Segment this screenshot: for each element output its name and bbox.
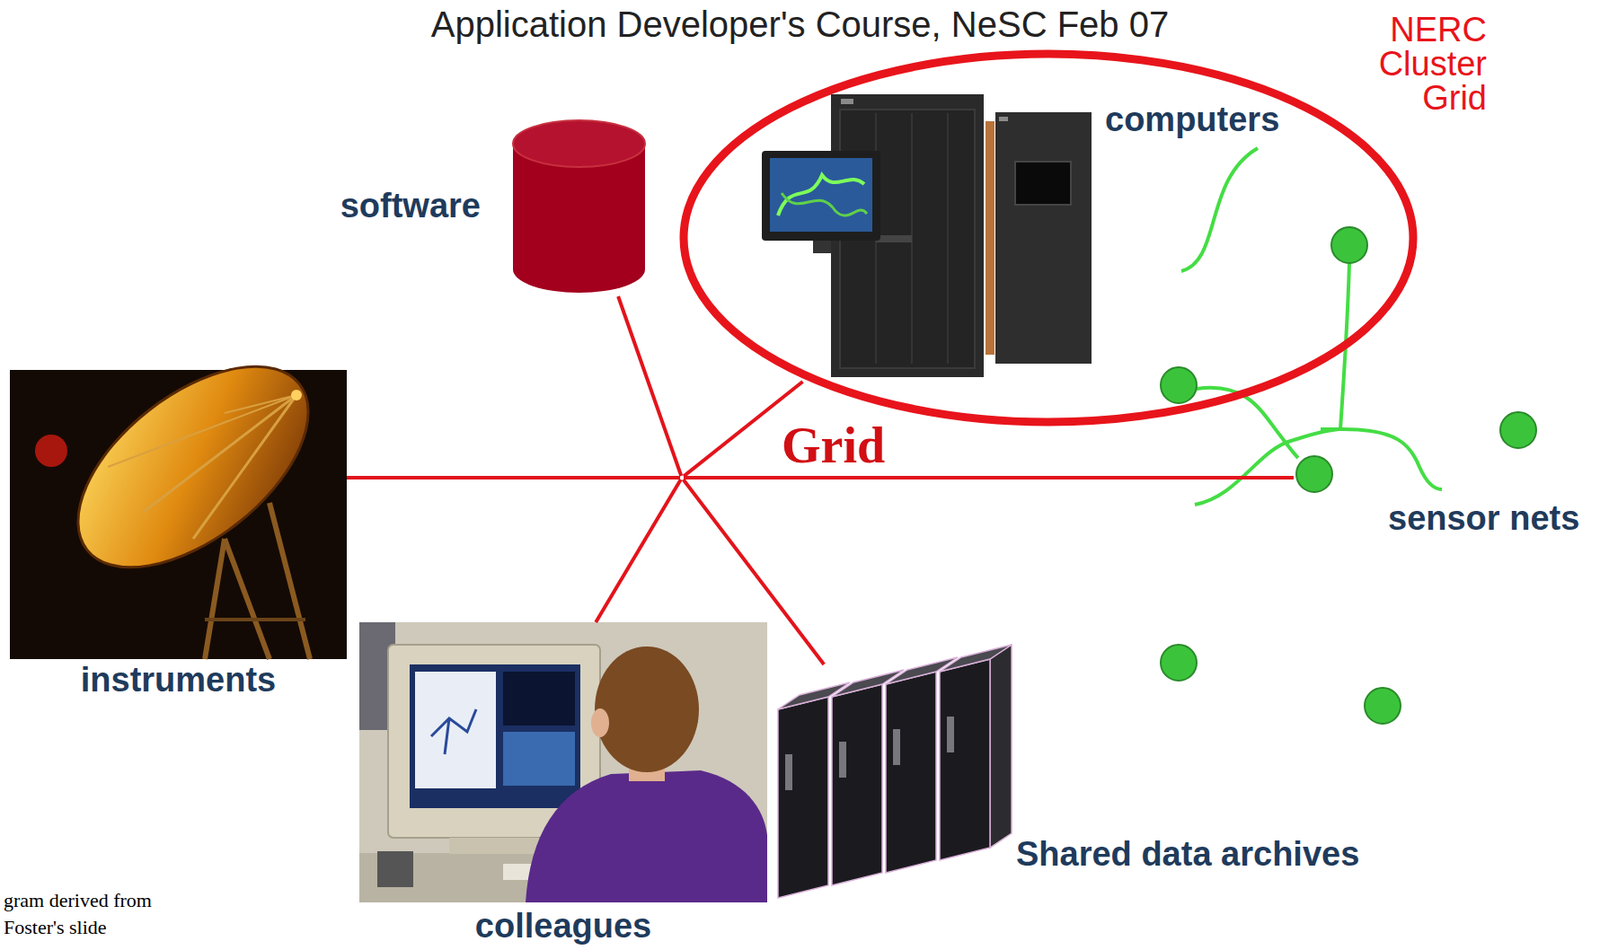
sensor-wires bbox=[1320, 429, 1442, 490]
supercomputer-photo bbox=[998, 116, 1008, 122]
storage-cabinets bbox=[885, 671, 937, 874]
resource-label: software bbox=[305, 186, 481, 225]
storage-cabinets bbox=[777, 682, 850, 710]
sensor-node bbox=[1160, 227, 1537, 725]
sensor-node bbox=[1364, 688, 1401, 725]
storage-cabinets bbox=[777, 645, 1012, 899]
grid-link bbox=[683, 476, 1294, 480]
resource-label: Shared data archives bbox=[1016, 835, 1376, 874]
storage-cabinets bbox=[946, 716, 955, 753]
telescope-photo bbox=[224, 539, 270, 660]
telescope-photo bbox=[143, 395, 297, 513]
resource-label: computers bbox=[1104, 100, 1285, 139]
storage-cabinets bbox=[777, 697, 829, 899]
colleague-photo bbox=[539, 839, 629, 881]
telescope-photo bbox=[291, 389, 302, 401]
colleagues-group: colleagues bbox=[359, 622, 768, 947]
telescope-photo bbox=[204, 539, 225, 660]
sensor-wires bbox=[1181, 148, 1258, 272]
telescope-photo bbox=[224, 395, 297, 414]
supercomputer-photo bbox=[761, 94, 1092, 378]
colleague-photo bbox=[503, 671, 575, 726]
cluster-outline bbox=[683, 53, 1414, 423]
supercomputer-photo bbox=[781, 193, 867, 216]
cluster-region: NERC Cluster Gridcomputers bbox=[679, 49, 1418, 427]
grid-link bbox=[346, 476, 681, 480]
region-label: NERC Cluster Grid bbox=[1350, 12, 1487, 115]
grid-link bbox=[683, 479, 825, 665]
colleague-photo bbox=[591, 708, 610, 738]
grid-link bbox=[618, 296, 681, 477]
computers-group: computers bbox=[754, 89, 1285, 382]
database-cylinder bbox=[512, 120, 646, 293]
telescope-photo bbox=[204, 618, 306, 622]
supercomputer-photo bbox=[761, 150, 881, 241]
supercomputer-photo bbox=[840, 98, 854, 105]
colleague-photo bbox=[431, 709, 477, 755]
colleague-photo bbox=[449, 838, 540, 855]
storage-cabinets bbox=[939, 659, 991, 861]
instruments-group: instruments bbox=[9, 370, 347, 703]
supercomputer-photo bbox=[995, 112, 1092, 364]
colleague-photo bbox=[415, 671, 496, 789]
cluster-outline bbox=[679, 49, 1418, 427]
supercomputer-photo bbox=[769, 158, 873, 232]
supercomputer-photo bbox=[813, 240, 831, 254]
telescope-photo bbox=[269, 503, 310, 660]
grid-link bbox=[595, 479, 681, 623]
supercomputer-photo bbox=[777, 175, 865, 216]
database-cylinder bbox=[512, 120, 646, 168]
supercomputer-photo bbox=[985, 121, 995, 355]
colleague-photo bbox=[359, 622, 768, 903]
archives-group: Shared data archives bbox=[777, 664, 1380, 879]
storage-cabinets bbox=[990, 645, 1012, 849]
slide-title: Application Developer's Course, NeSC Feb… bbox=[0, 3, 1600, 45]
colleague-photo bbox=[409, 664, 581, 809]
colleague-photo bbox=[359, 622, 768, 903]
storage-cabinets bbox=[831, 684, 883, 886]
storage-cabinets bbox=[939, 645, 1012, 672]
sensor-node bbox=[1160, 645, 1197, 681]
storage-cabinets bbox=[892, 729, 901, 766]
supercomputer-photo bbox=[946, 113, 949, 364]
grid-hub: Grid bbox=[680, 476, 684, 480]
storage-cabinets bbox=[785, 754, 793, 791]
sensor-node bbox=[1296, 456, 1333, 493]
resource-label: sensor nets bbox=[1387, 499, 1588, 538]
supercomputer-photo bbox=[1015, 161, 1071, 205]
telescope-photo bbox=[35, 434, 68, 468]
sensor-node bbox=[1331, 227, 1368, 264]
storage-cabinets bbox=[885, 657, 958, 685]
sensor-node bbox=[1160, 367, 1197, 404]
hub-label: Grid bbox=[781, 420, 899, 471]
resource-label: colleagues bbox=[359, 907, 768, 946]
storage-cabinets bbox=[839, 742, 847, 778]
sensor-wires bbox=[1196, 388, 1299, 459]
telescope-photo bbox=[193, 395, 297, 540]
storage-cabinets bbox=[831, 670, 904, 698]
supercomputer-photo bbox=[875, 235, 912, 243]
telescope-photo bbox=[9, 327, 347, 660]
resource-label: instruments bbox=[9, 661, 347, 699]
credit-caption: gram derived from Foster's slide bbox=[3, 887, 184, 942]
telescope-photo bbox=[43, 327, 345, 608]
colleague-photo bbox=[377, 851, 414, 888]
software-group: software bbox=[305, 120, 647, 297]
sensor-group: sensor nets bbox=[1293, 453, 1591, 541]
colleague-photo bbox=[525, 770, 768, 903]
sensor-wires bbox=[1194, 429, 1339, 505]
telescope-photo bbox=[107, 395, 297, 468]
sensor-node bbox=[1500, 412, 1537, 449]
colleague-photo bbox=[594, 646, 699, 773]
colleague-photo bbox=[503, 732, 575, 787]
